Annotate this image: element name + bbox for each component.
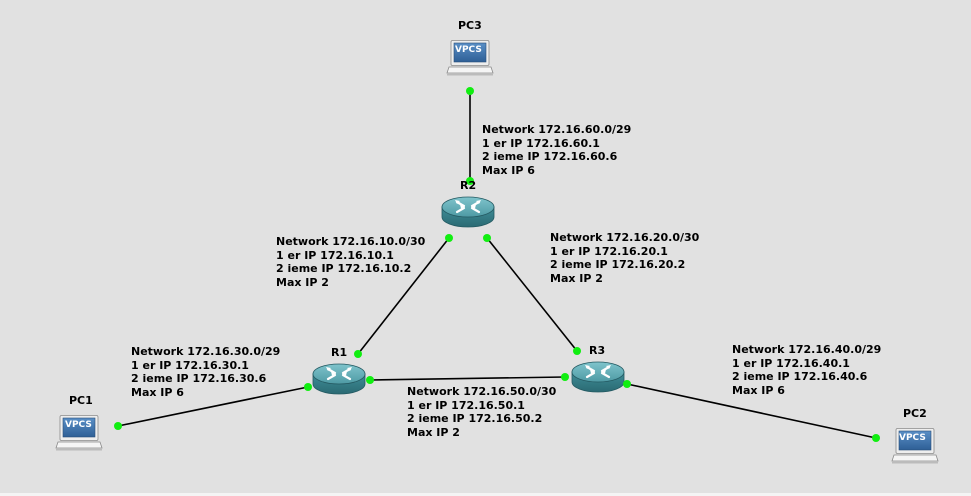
note-max-ip: Max IP 6: [131, 385, 184, 399]
note-max-ip: Max IP 2: [550, 271, 603, 285]
port-indicator: [573, 347, 581, 355]
note-max-ip: Max IP 2: [407, 425, 460, 439]
note-second-ip: 2 ieme IP 172.16.20.2: [550, 258, 686, 271]
note-second-ip: 2 ieme IP 172.16.30.6: [131, 372, 267, 385]
router-icon-r1[interactable]: [311, 362, 367, 396]
note-network-50[interactable]: Network 172.16.50.0/30 1 er IP 172.16.50…: [407, 385, 556, 439]
note-max-ip: Max IP 6: [482, 163, 535, 177]
note-max-ip: Max IP 6: [732, 383, 785, 397]
vpcs-icon-text-pc1: VPCS: [65, 420, 92, 430]
port-indicator: [366, 376, 374, 384]
node-label-pc1: PC1: [69, 394, 93, 407]
note-network-10[interactable]: Network 172.16.10.0/30 1 er IP 172.16.10…: [276, 235, 425, 289]
port-indicator: [445, 234, 453, 242]
port-indicator: [304, 383, 312, 391]
note-first-ip: 1 er IP 172.16.20.1: [550, 244, 668, 258]
node-label-pc3: PC3: [458, 19, 482, 32]
note-network-line: Network 172.16.50.0/30: [407, 385, 557, 398]
note-first-ip: 1 er IP 172.16.10.1: [276, 248, 394, 262]
note-network-40[interactable]: Network 172.16.40.0/29 1 er IP 172.16.40…: [732, 343, 881, 397]
port-indicator: [114, 422, 122, 430]
note-first-ip: 1 er IP 172.16.30.1: [131, 358, 249, 372]
note-network-line: Network 172.16.40.0/29: [732, 343, 882, 356]
note-network-20[interactable]: Network 172.16.20.0/30 1 er IP 172.16.20…: [550, 231, 699, 285]
port-indicator: [483, 234, 491, 242]
node-label-r2: R2: [460, 179, 477, 192]
router-icon-r3[interactable]: [570, 360, 626, 394]
link-r1-r3[interactable]: [369, 376, 566, 381]
ports-layer: [114, 87, 880, 442]
note-network-line: Network 172.16.10.0/30: [276, 235, 426, 248]
note-network-line: Network 172.16.30.0/29: [131, 345, 281, 358]
router-icon-r2[interactable]: [440, 195, 496, 229]
note-first-ip: 1 er IP 172.16.50.1: [407, 398, 525, 412]
node-label-r3: R3: [589, 344, 606, 357]
link-pc1-r1[interactable]: [117, 386, 309, 427]
note-second-ip: 2 ieme IP 172.16.40.6: [732, 370, 868, 383]
note-network-line: Network 172.16.60.0/29: [482, 123, 632, 136]
link-r2-r3[interactable]: [486, 237, 578, 352]
port-indicator: [561, 373, 569, 381]
vpcs-icon-text-pc2: VPCS: [899, 433, 926, 443]
link-r2-r1[interactable]: [357, 237, 450, 355]
note-second-ip: 2 ieme IP 172.16.60.6: [482, 150, 618, 163]
note-second-ip: 2 ieme IP 172.16.50.2: [407, 412, 543, 425]
vpcs-icon-text-pc3: VPCS: [455, 45, 482, 55]
note-network-30[interactable]: Network 172.16.30.0/29 1 er IP 172.16.30…: [131, 345, 280, 399]
note-network-line: Network 172.16.20.0/30: [550, 231, 700, 244]
port-indicator: [354, 350, 362, 358]
note-network-60[interactable]: Network 172.16.60.0/29 1 er IP 172.16.60…: [482, 123, 631, 177]
note-second-ip: 2 ieme IP 172.16.10.2: [276, 262, 412, 275]
link-r3-pc2[interactable]: [626, 383, 877, 439]
node-label-pc2: PC2: [903, 407, 927, 420]
links-layer: [117, 91, 877, 439]
note-first-ip: 1 er IP 172.16.40.1: [732, 356, 850, 370]
note-first-ip: 1 er IP 172.16.60.1: [482, 136, 600, 150]
port-indicator: [623, 380, 631, 388]
node-label-r1: R1: [331, 346, 348, 359]
canvas-bottom-edge: [0, 493, 971, 496]
note-max-ip: Max IP 2: [276, 275, 329, 289]
port-indicator: [466, 177, 474, 185]
port-indicator: [466, 87, 474, 95]
port-indicator: [872, 434, 880, 442]
